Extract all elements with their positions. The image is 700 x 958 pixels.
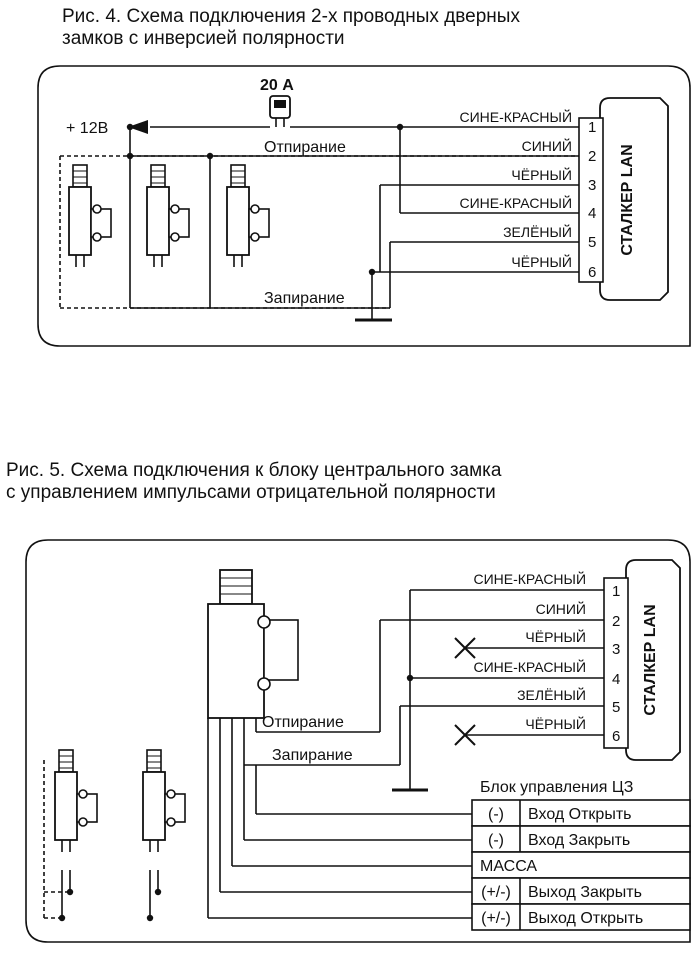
pin-numbers-fig4: 1 2 3 4 5 6	[588, 119, 596, 281]
fuse-icon	[269, 95, 291, 127]
pin-number: 4	[612, 671, 620, 688]
lock-label-fig5: Запирание	[272, 747, 353, 764]
block-row	[471, 903, 691, 931]
door-lock-actuator	[68, 164, 112, 268]
pin-number: 6	[612, 728, 620, 745]
figure-4-caption-line-1: Рис. 4. Схема подключения 2-х проводных …	[62, 6, 520, 27]
pin-number: 2	[588, 148, 596, 165]
figure-5-caption-line-1: Рис. 5. Схема подключения к блоку центра…	[6, 460, 502, 481]
wire-color-label: СИНИЙ	[522, 137, 572, 154]
block-row-sign: (+/-)	[481, 910, 511, 927]
block-row-label: Выход Закрыть	[528, 884, 642, 901]
block-row	[471, 825, 691, 853]
wire-color-label: СИНЕ-КРАСНЫЙ	[459, 194, 572, 211]
stalker-lan-unit-fig4	[599, 97, 669, 301]
wire-labels-fig5: СИНЕ-КРАСНЫЙ СИНИЙ ЧЁРНЫЙ СИНЕ-КРАСНЫЙ ЗЕЛЁН…	[473, 570, 586, 732]
stalker-lan-unit-fig5	[625, 559, 681, 761]
block-row	[471, 799, 691, 827]
figure-5-caption-line-2: с управлением импульсами отрицательной п…	[6, 482, 496, 503]
junction-dot	[368, 268, 376, 276]
device-label-fig5: СТАЛКЕР LAN	[642, 604, 659, 715]
pin-number: 3	[588, 177, 596, 194]
fuse-rating-label: 20 А	[260, 77, 294, 94]
wire-color-label: ЧЁРНЫЙ	[525, 715, 586, 732]
block-row-sign: (-)	[488, 806, 504, 823]
wire-color-label: СИНЕ-КРАСНЫЙ	[473, 570, 586, 587]
door-lock-actuator	[54, 749, 98, 853]
device-label-fig4: СТАЛКЕР LAN	[619, 144, 636, 255]
pin-number: 6	[588, 264, 596, 281]
junction-dot	[154, 888, 162, 896]
block-row	[471, 851, 691, 879]
pin-number: 1	[612, 583, 620, 600]
door-lock-actuator	[146, 164, 190, 268]
block-row-label: Выход Открыть	[528, 910, 643, 927]
wire-color-label: СИНИЙ	[536, 600, 586, 617]
junction-dot	[206, 152, 214, 160]
lock-label-fig4: Запирание	[264, 290, 345, 307]
pin-numbers-fig5: 1 2 3 4 5 6	[612, 583, 620, 745]
unlock-label-fig4: Отпирание	[264, 139, 346, 156]
figure-4-caption-line-2: замков с инверсией полярности	[62, 28, 345, 49]
junction-dot	[126, 152, 134, 160]
block-row-label: МАССА	[480, 858, 537, 875]
figure-5-frame	[25, 539, 691, 943]
master-door-actuator	[207, 569, 299, 719]
wire-color-label: ЧЁРНЫЙ	[511, 253, 572, 270]
wire-color-label: ЗЕЛЁНЫЙ	[503, 223, 572, 240]
junction-dot	[146, 914, 154, 922]
wire-color-label: ЧЁРНЫЙ	[525, 628, 586, 645]
cut-wire-icon	[454, 724, 476, 746]
figure-5-caption: Рис. 5. Схема подключения к блоку центра…	[6, 460, 501, 504]
block-row-sign: (+/-)	[481, 884, 511, 901]
block-title: Блок управления ЦЗ	[480, 779, 633, 796]
block-row-sign: (-)	[488, 832, 504, 849]
pin-number: 5	[612, 699, 620, 716]
wire-color-label: СИНЕ-КРАСНЫЙ	[473, 658, 586, 675]
pin-number: 3	[612, 641, 620, 658]
wire-labels-fig4: СИНЕ-КРАСНЫЙ СИНИЙ ЧЁРНЫЙ СИНЕ-КРАСНЫЙ ЗЕЛЁН…	[459, 108, 572, 270]
figure-4-caption: Рис. 4. Схема подключения 2-х проводных …	[62, 6, 520, 50]
junction-dot	[406, 674, 414, 682]
door-lock-actuator	[226, 164, 270, 268]
cut-wire-icon	[454, 637, 476, 659]
wire-color-label: ЧЁРНЫЙ	[511, 166, 572, 183]
pin-number: 1	[588, 119, 596, 136]
unlock-label-fig5: Отпирание	[262, 714, 344, 731]
figure-4-frame	[37, 65, 691, 347]
arrow-left-icon	[128, 120, 148, 134]
pin-number: 2	[612, 613, 620, 630]
junction-dot	[58, 914, 66, 922]
plus-12v-label-fig4: + 12В	[66, 120, 108, 137]
door-lock-actuator	[142, 749, 186, 853]
junction-dot	[396, 123, 404, 131]
block-row-label: Вход Закрыть	[528, 832, 630, 849]
wire-color-label: СИНЕ-КРАСНЫЙ	[459, 108, 572, 125]
wires-fig4	[59, 126, 579, 322]
pin-block-fig4	[578, 117, 604, 283]
pin-block-fig5	[603, 577, 629, 749]
wire-color-label: ЗЕЛЁНЫЙ	[517, 686, 586, 703]
junction-dot	[66, 888, 74, 896]
block-row-label: Вход Открыть	[528, 806, 631, 823]
pin-number: 4	[588, 205, 596, 222]
pin-number: 5	[588, 234, 596, 251]
